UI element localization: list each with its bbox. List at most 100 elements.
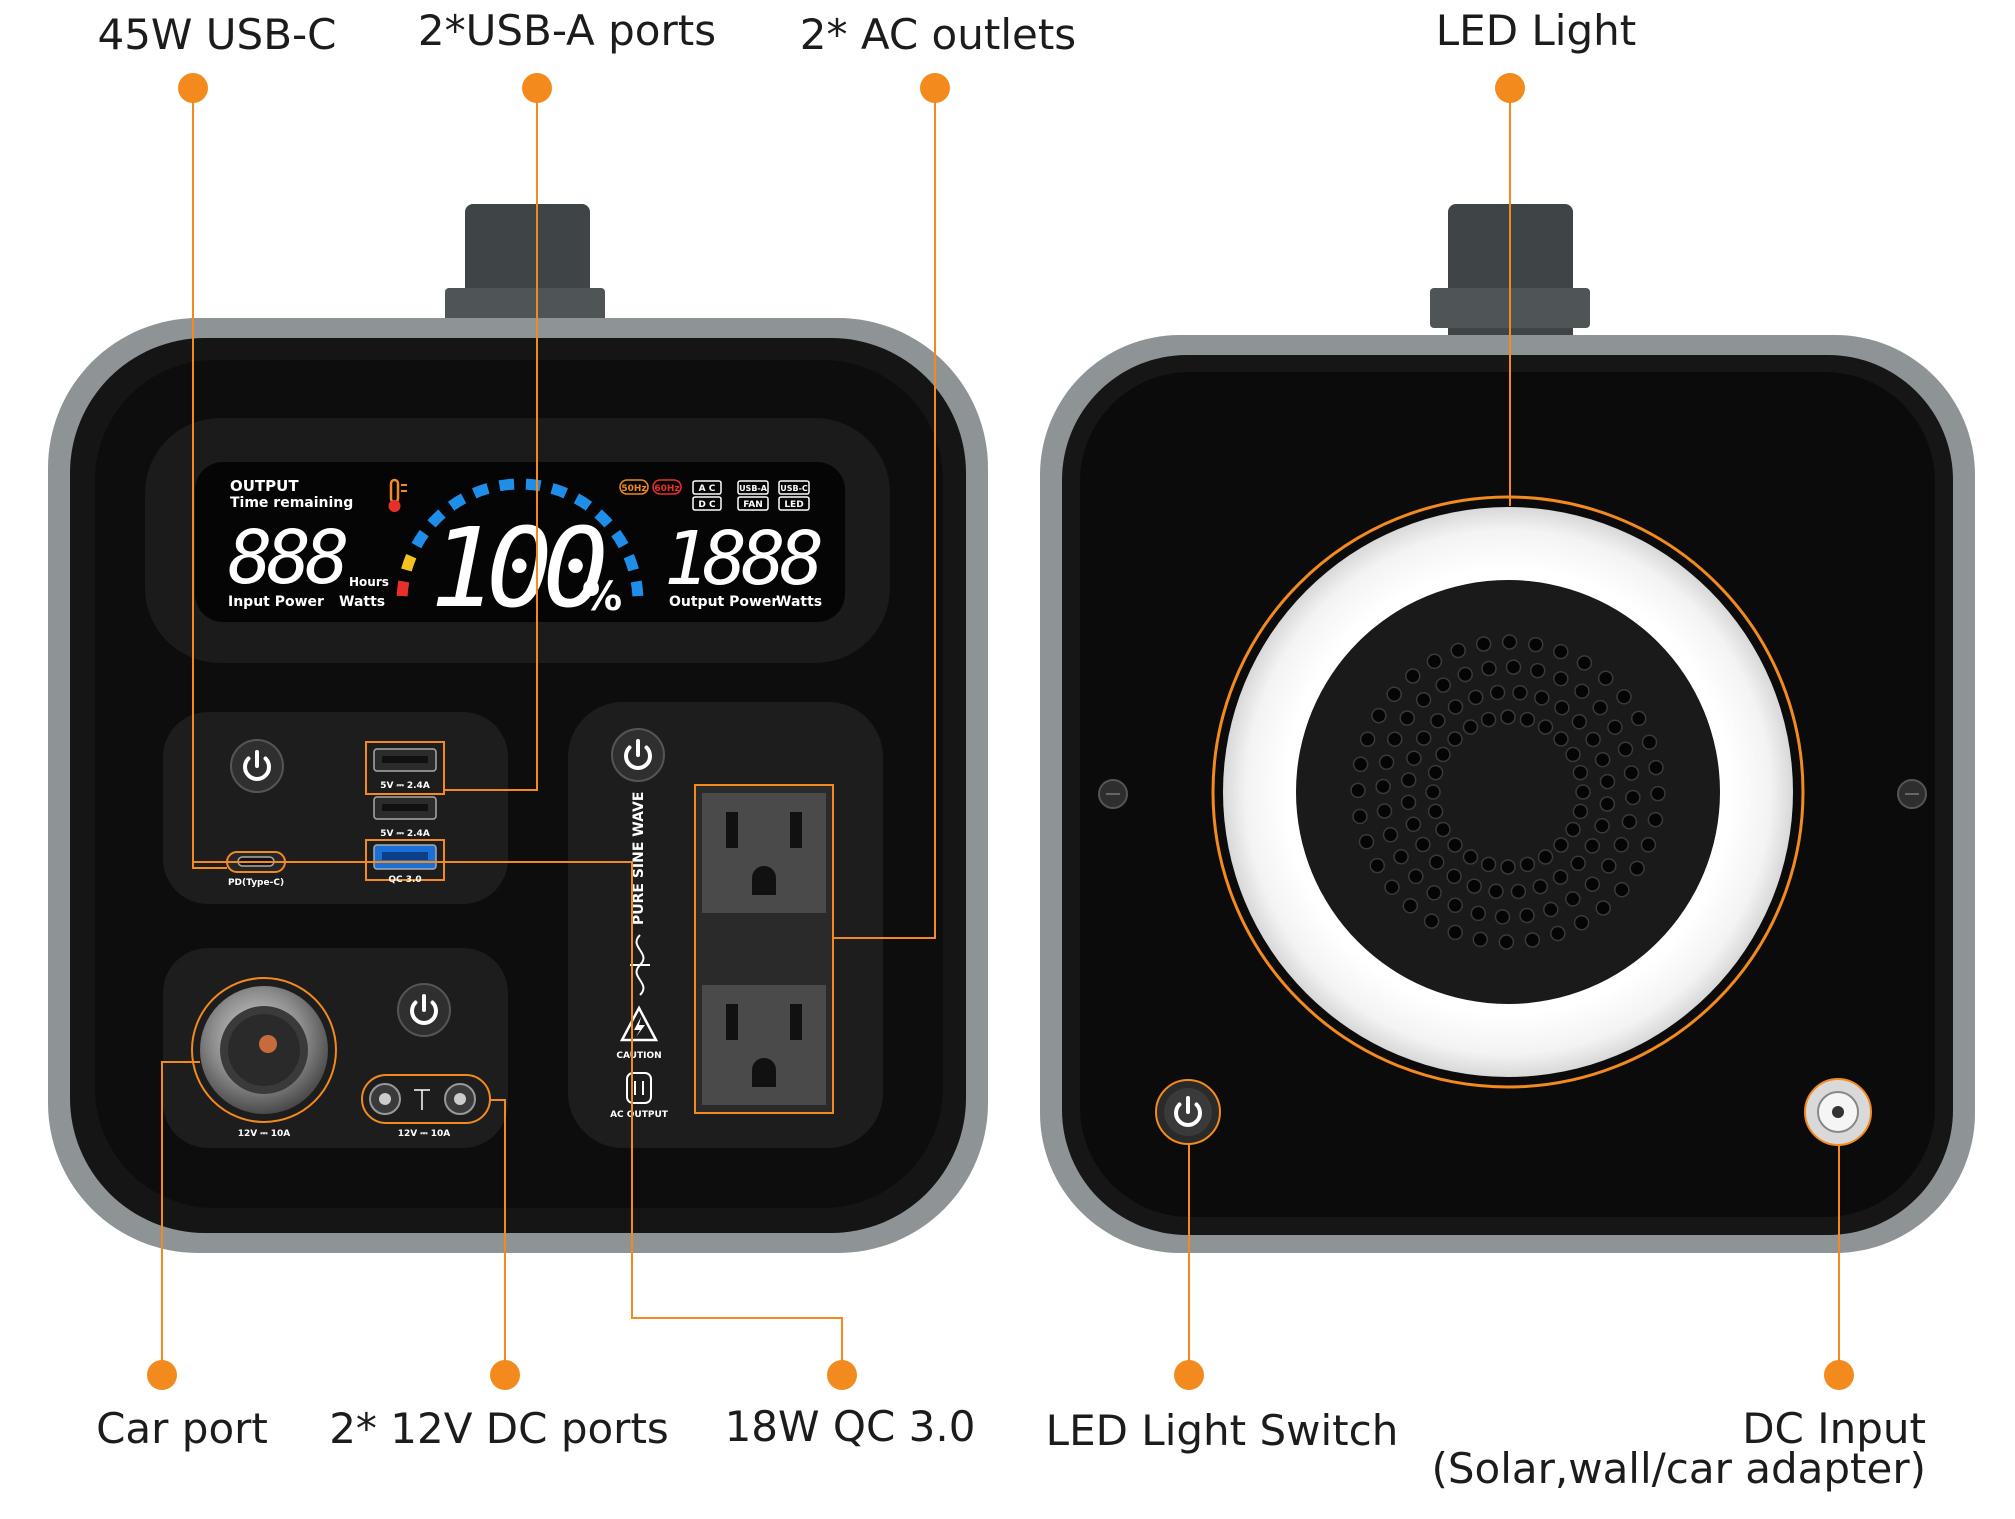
fan-hole <box>1358 834 1375 850</box>
caution-label: CAUTION <box>616 1051 661 1061</box>
gauge-segment <box>396 580 410 597</box>
fan-hole <box>1510 883 1527 900</box>
callout-led-light: LED Light <box>1435 6 1637 55</box>
fan-hole <box>1415 836 1431 853</box>
dc-power-button[interactable] <box>397 983 451 1037</box>
lcd-freq-60: 60Hz <box>652 479 682 495</box>
svg-text:50Hz: 50Hz <box>621 484 646 494</box>
fan-hole <box>1552 869 1569 885</box>
fan-hole <box>1534 690 1550 706</box>
fan-hole <box>1553 670 1569 687</box>
dot-dc-input <box>1824 1360 1854 1390</box>
lcd-watts-right: Watts <box>776 594 822 610</box>
fan-hole <box>1565 821 1581 838</box>
fan-hole <box>1601 858 1617 874</box>
fan-hole <box>1450 642 1466 659</box>
fan-hole <box>1537 849 1554 865</box>
fan-hole <box>1553 731 1569 747</box>
fan-hole <box>1585 731 1601 748</box>
fan-hole <box>1565 746 1581 763</box>
callout-car-port: Car port <box>96 1404 268 1453</box>
caution-icon <box>619 1005 659 1042</box>
fan-hole <box>1576 655 1593 671</box>
fan-hole <box>1571 714 1588 730</box>
callout-usb-a: 2*USB-A ports <box>417 6 717 55</box>
fan-hole <box>1498 934 1515 950</box>
fan-hole <box>1470 905 1487 922</box>
usb-c-port: PD(Type-C) <box>226 851 286 888</box>
lcd-hours: Hours <box>349 575 389 589</box>
callout-dc-input: DC Input (Solar,wall/car adapter) <box>1431 1408 1926 1490</box>
fan-hole <box>1472 931 1489 948</box>
fan-hole <box>1467 689 1484 706</box>
fan-hole <box>1625 789 1641 806</box>
dot-usb-a <box>522 73 552 103</box>
lcd-indicator-fan: FAN <box>737 496 769 511</box>
fan-hole <box>1532 878 1549 895</box>
fan-hole <box>1595 900 1611 916</box>
fan-hole <box>1481 660 1497 677</box>
fan-hole <box>1426 653 1443 670</box>
svg-text:LED: LED <box>784 500 803 510</box>
led-light-switch[interactable] <box>1155 1079 1221 1145</box>
callout-qc: 18W QC 3.0 <box>724 1402 976 1451</box>
ac-power-button[interactable] <box>611 728 665 782</box>
fan-hole <box>1382 827 1399 843</box>
car-port: 12V ⎓ 10A <box>191 977 337 1139</box>
dot-car <box>147 1360 177 1390</box>
dot-ac <box>920 73 950 103</box>
ac-output-icon <box>626 1072 652 1104</box>
gauge-segment <box>498 478 515 492</box>
leader-lines <box>161 88 1840 1375</box>
fan-hole <box>1597 670 1614 686</box>
lcd-indicator-ac: A C <box>692 480 722 495</box>
fan-hole <box>1553 643 1569 660</box>
fan-hole <box>1594 751 1611 768</box>
dot-led <box>1495 73 1525 103</box>
lcd-indicator-dc: D C <box>692 496 722 511</box>
fan-hole <box>1505 659 1522 675</box>
fan-hole <box>1386 686 1402 703</box>
fan-hole <box>1599 773 1616 790</box>
fan-hole <box>1371 707 1387 724</box>
fan-hole <box>1475 636 1492 652</box>
fan-grille <box>1296 580 1720 1004</box>
fan-hole <box>1599 796 1616 812</box>
battery-gauge <box>396 478 644 597</box>
pure-sine-label: PURE SINE WAVE <box>631 792 647 925</box>
fan-hole <box>1572 803 1589 820</box>
lcd-output-power: Output Power <box>669 594 778 610</box>
power-icon <box>243 750 271 781</box>
fan-hole <box>1378 754 1395 771</box>
fan-hole <box>1574 683 1590 699</box>
lcd-percent-sign: % <box>582 574 622 620</box>
dot-qc <box>827 1360 857 1390</box>
gauge-segment <box>411 529 429 549</box>
usb-power-button[interactable] <box>230 739 284 793</box>
fan-hole <box>1512 684 1528 701</box>
lcd-indicator-usba: USB-A <box>737 480 769 495</box>
fan-hole <box>1415 692 1432 708</box>
fan-hole <box>1446 868 1462 885</box>
usba-2-label: 5V ⎓ 2.4A <box>380 829 430 839</box>
fan-hole <box>1352 808 1368 825</box>
fan-hole <box>1435 821 1451 838</box>
usb-a-ports: 5V ⎓ 2.4A 5V ⎓ 2.4A <box>365 741 445 839</box>
fan-hole <box>1613 837 1630 853</box>
lcd-indicator-led: LED <box>778 496 810 511</box>
fan-hole <box>1488 883 1504 900</box>
fan-hole <box>1607 719 1623 735</box>
lcd-input-power: Input Power <box>228 594 324 610</box>
back-device <box>1040 204 1975 1253</box>
fan-hole <box>1466 878 1482 894</box>
fan-hole <box>1406 750 1422 766</box>
fan-hole <box>1584 838 1601 854</box>
fan-hole <box>1435 746 1451 763</box>
fan-hole <box>1350 782 1366 799</box>
dot-led-switch <box>1174 1360 1204 1390</box>
pd-label: PD(Type-C) <box>228 878 284 888</box>
callout-dc-input-sub: (Solar,wall/car adapter) <box>1431 1444 1926 1493</box>
fan-hole <box>1405 668 1421 684</box>
ac-output-label: AC OUTPUT <box>610 1110 669 1120</box>
